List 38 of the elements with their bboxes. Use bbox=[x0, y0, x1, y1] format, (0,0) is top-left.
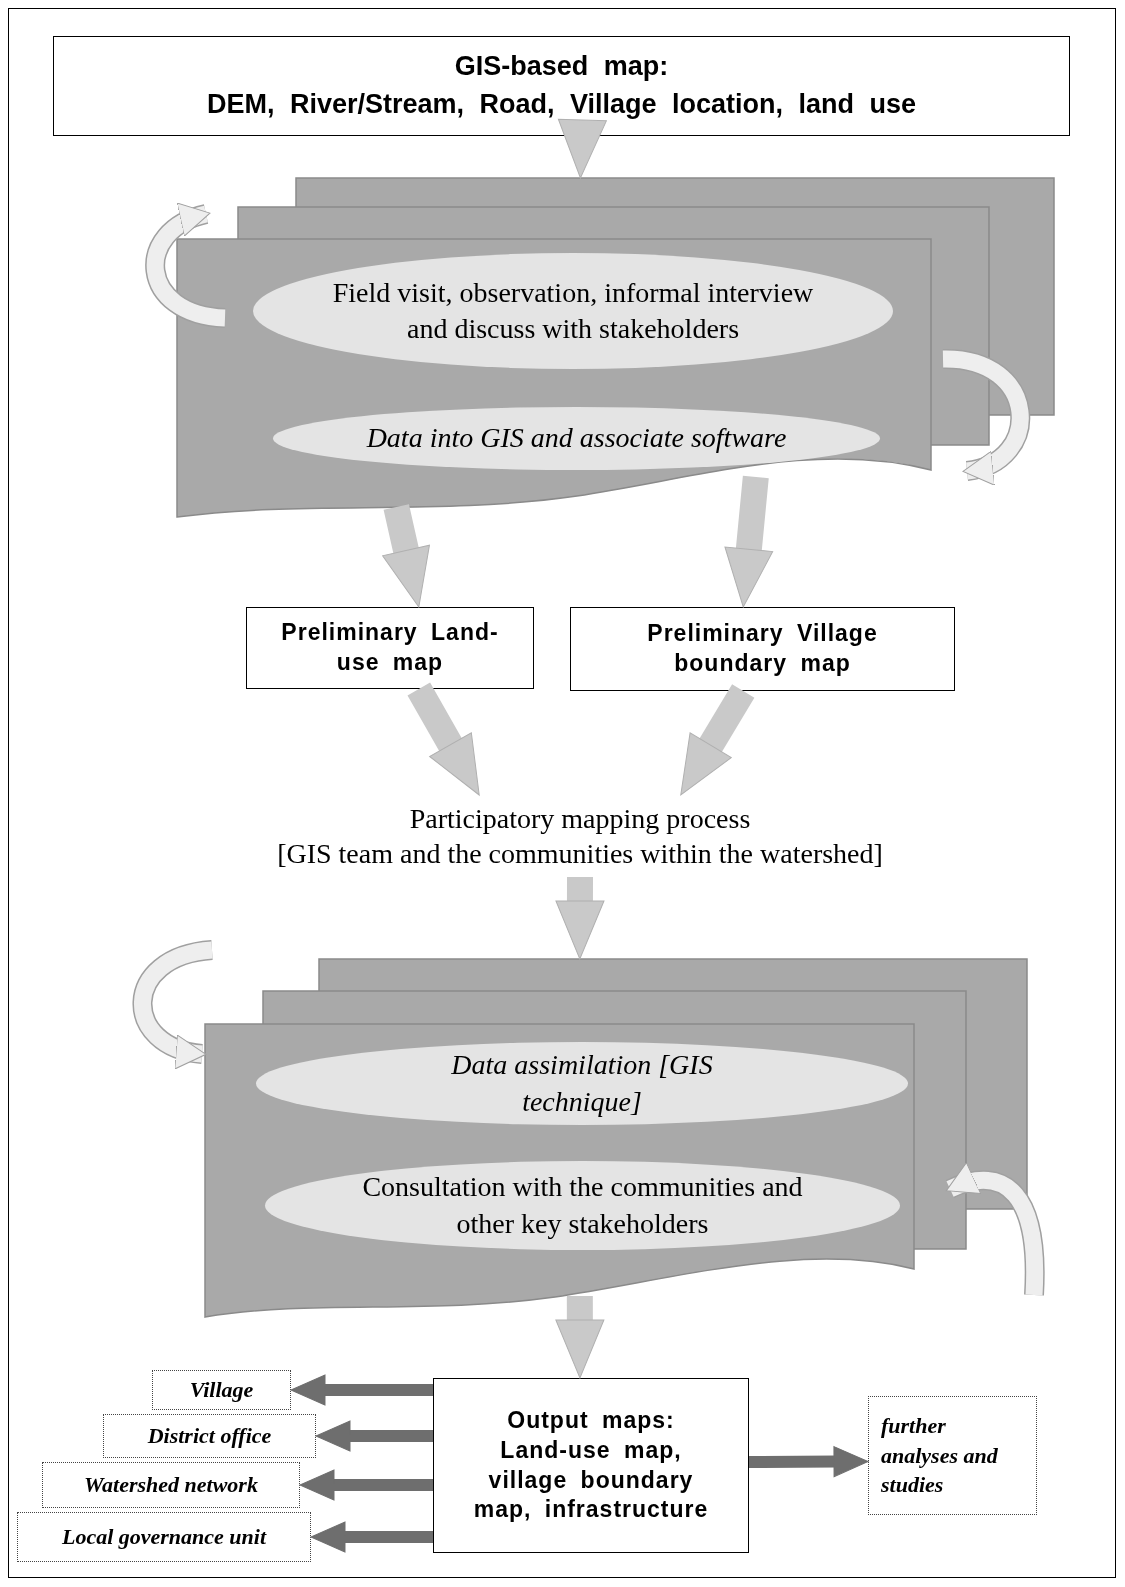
map-source-box bbox=[53, 36, 1070, 136]
block-arrow bbox=[724, 475, 774, 609]
recipient-box bbox=[868, 1396, 1037, 1515]
recipient-box bbox=[103, 1414, 316, 1458]
block-arrow bbox=[382, 504, 432, 610]
recipient-box bbox=[152, 1370, 291, 1410]
block-arrow bbox=[299, 1469, 433, 1501]
map-box bbox=[433, 1378, 749, 1553]
box-text: Consultation with the communities and other key stakeholders bbox=[361, 1170, 804, 1241]
box-text: Data into GIS and associate software bbox=[366, 421, 787, 456]
block-arrow bbox=[315, 1420, 433, 1452]
box-text: Preliminary Village boundary map bbox=[646, 619, 879, 678]
map-box bbox=[570, 607, 955, 691]
recipient-box bbox=[17, 1512, 311, 1562]
box-text: Village bbox=[189, 1376, 254, 1405]
map-box bbox=[246, 607, 534, 689]
block-arrow bbox=[290, 1374, 434, 1406]
recipient-box bbox=[42, 1462, 300, 1508]
block-arrow bbox=[748, 1446, 869, 1478]
box-text: GIS-based map: bbox=[454, 50, 669, 84]
box-text: Land-use map, village boundary map, infrastructure bbox=[472, 1435, 710, 1525]
block-arrow bbox=[555, 1295, 605, 1379]
block-arrow bbox=[557, 118, 607, 179]
box-text: Output maps: bbox=[507, 1405, 675, 1435]
box-text: further analyses and studies bbox=[881, 1411, 999, 1500]
box-text: Watershed network bbox=[84, 1471, 258, 1500]
box-text: Preliminary Land-use map bbox=[281, 618, 499, 677]
box-text: Local governance unit bbox=[61, 1523, 267, 1552]
box-text: Data assimilation [GIS technique] bbox=[450, 1048, 714, 1119]
process-text: Participatory mapping process bbox=[409, 802, 751, 836]
box-text: District office bbox=[147, 1422, 272, 1451]
box-text: Field visit, observation, informal interview and discuss with stakeholders bbox=[331, 275, 815, 346]
document-stack bbox=[177, 178, 1054, 515]
document-stack bbox=[205, 959, 1027, 1320]
block-arrow bbox=[310, 1521, 434, 1553]
block-arrow bbox=[555, 876, 605, 960]
box-text: DEM, River/Stream, Road, Village location, land use bbox=[206, 88, 917, 121]
process-text: [GIS team and the communities within the watershed] bbox=[277, 837, 883, 871]
